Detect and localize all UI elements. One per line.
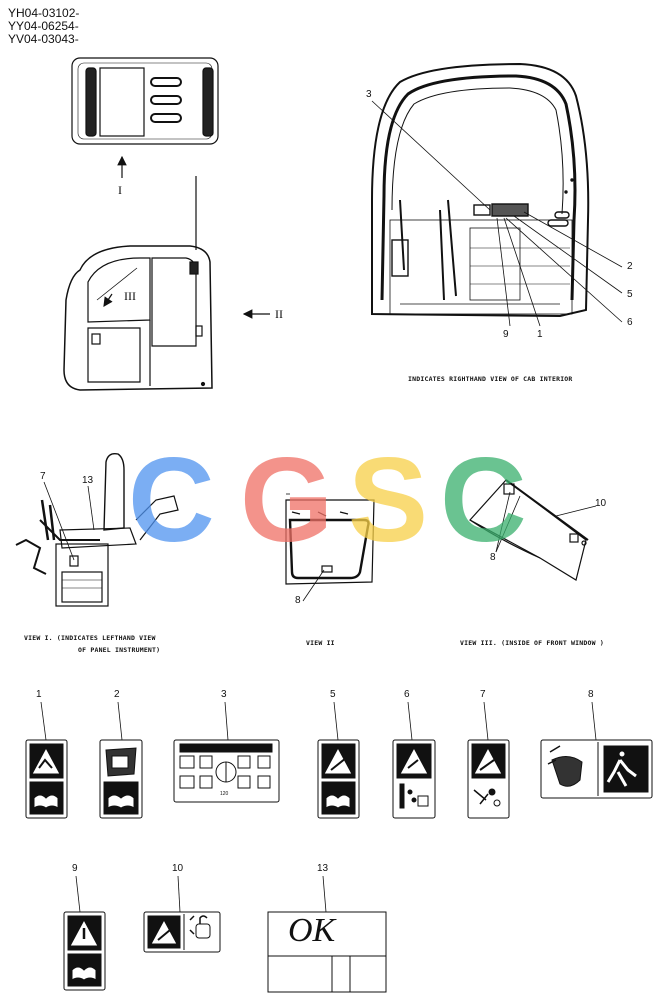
decal-9 xyxy=(63,911,106,991)
decal-3-caption: 120 xyxy=(220,791,229,797)
watermark-letter-3: S xyxy=(348,433,429,567)
callout-3: 3 xyxy=(366,89,372,100)
ceiling-panel-drawing xyxy=(71,57,219,145)
decal-6 xyxy=(392,739,436,819)
decal-13-ok-label: OK xyxy=(288,912,336,949)
view-1-caption-line-1: VIEW I. (INDICATES LEFTHAND VIEW xyxy=(24,634,156,642)
decal-number-13: 13 xyxy=(317,863,329,874)
right-view-caption: INDICATES RIGHTHAND VIEW OF CAB INTERIOR xyxy=(408,375,573,383)
view-2-window-drawing xyxy=(285,493,375,585)
callout-13-view1: 13 xyxy=(82,475,94,486)
callout-8-view3: 8 xyxy=(490,552,496,563)
callout-10-view3: 10 xyxy=(595,498,607,509)
decal-number-6: 6 xyxy=(404,689,410,700)
watermark-letter-4: C xyxy=(440,433,527,567)
view-3-window-drawing xyxy=(469,479,589,581)
decal-number-1: 1 xyxy=(36,689,42,700)
view-2-caption: VIEW II xyxy=(306,639,335,647)
view-1-caption-line-2: OF PANEL INSTRUMENT) xyxy=(78,646,161,654)
decal-number-3: 3 xyxy=(221,689,227,700)
view-marker-1: I xyxy=(118,183,122,197)
view-1-seat-drawing xyxy=(15,452,179,607)
decal-number-5: 5 xyxy=(330,689,336,700)
callout-2: 2 xyxy=(627,261,633,272)
watermark: C G S C xyxy=(128,440,548,560)
watermark-letter-2: G xyxy=(240,433,334,567)
view-3-caption: VIEW III. (INSIDE OF FRONT WINDOW ) xyxy=(460,639,604,647)
callout-8-view2: 8 xyxy=(295,595,301,606)
view-3-arrow xyxy=(103,293,113,307)
view-marker-2: II xyxy=(275,307,283,321)
decal-number-10: 10 xyxy=(172,863,184,874)
serial-number-1: YH04-03102- xyxy=(8,6,80,20)
decal-number-7: 7 xyxy=(480,689,486,700)
cab-exterior-drawing xyxy=(63,245,213,391)
callout-7-view1: 7 xyxy=(40,471,46,482)
callout-6: 6 xyxy=(627,317,633,328)
callout-1: 1 xyxy=(537,329,543,340)
decal-number-9: 9 xyxy=(72,863,78,874)
cab-interior-drawing xyxy=(371,62,590,318)
view-marker-3: III xyxy=(124,289,136,303)
watermark-letter-1: C xyxy=(128,433,215,567)
decal-3 xyxy=(173,739,280,803)
decal-7 xyxy=(467,739,510,819)
callout-5: 5 xyxy=(627,289,633,300)
decal-10 xyxy=(143,911,221,953)
decal-8 xyxy=(540,739,653,799)
callout-9: 9 xyxy=(503,329,509,340)
serial-number-2: YY04-06254- xyxy=(8,19,79,33)
decal-number-8: 8 xyxy=(588,689,594,700)
decal-13 xyxy=(267,911,387,993)
decal-1 xyxy=(25,739,68,819)
decal-2 xyxy=(99,739,143,819)
decal-5 xyxy=(317,739,360,819)
decal-number-2: 2 xyxy=(114,689,120,700)
serial-number-3: YV04-03043- xyxy=(8,32,79,46)
